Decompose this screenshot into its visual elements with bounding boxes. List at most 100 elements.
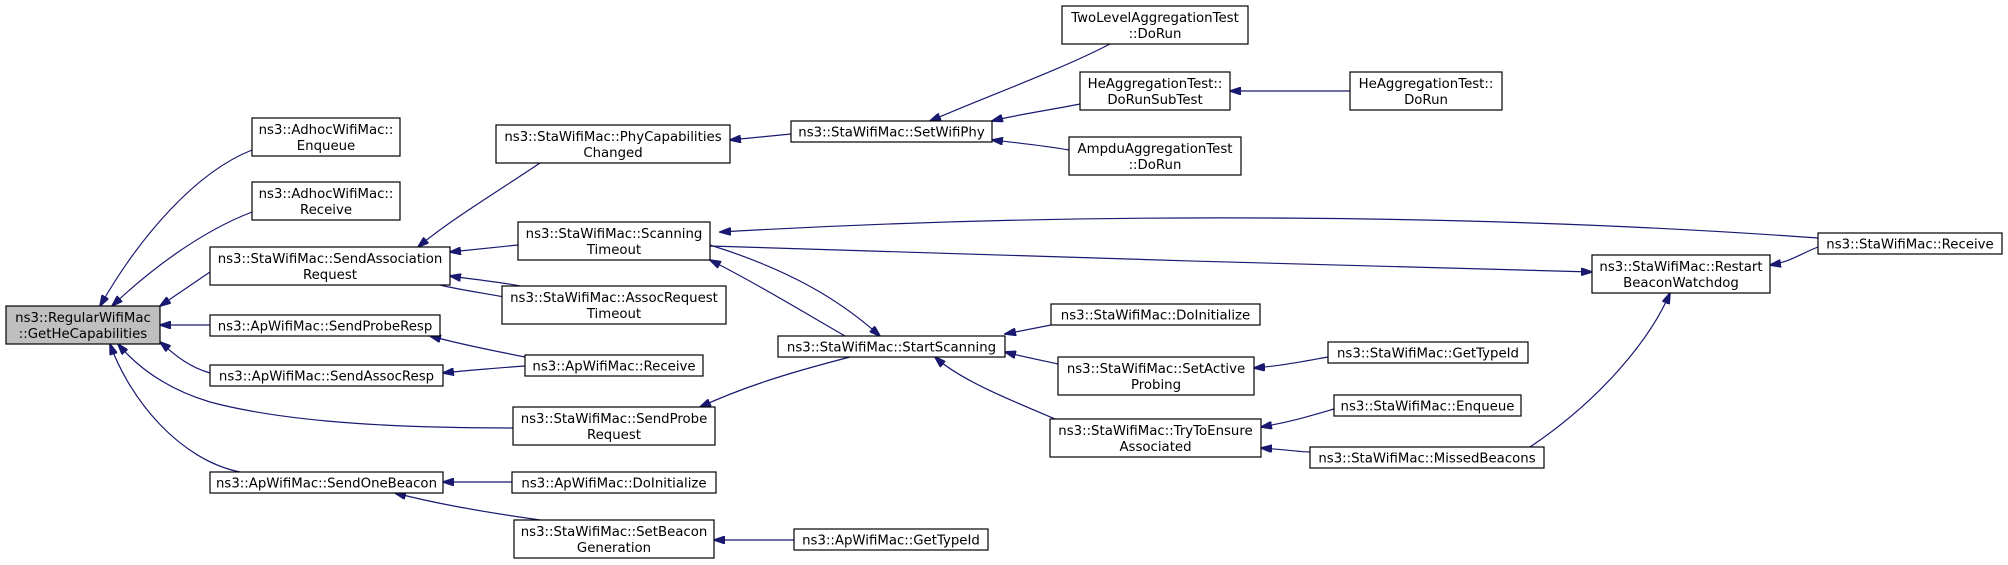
node-box[interactable] [209, 471, 444, 494]
node-label-line: AmpduAggregationTest [1078, 142, 1233, 157]
node-sta-receive[interactable]: ns3::StaWifiMac::Receive [1817, 232, 2003, 255]
edge-arrow [100, 149, 253, 306]
node-box[interactable] [1309, 446, 1545, 469]
node-ap-doinit[interactable]: ns3::ApWifiMac::DoInitialize [511, 471, 717, 494]
edge-arrow [709, 244, 880, 336]
node-label-line: ns3::StaWifiMac::SetActive [1067, 362, 1245, 377]
edge-ap_sendassocresp-to-root [160, 342, 211, 374]
edge-sta_missedbeacons-to-sta_trytoensure [1261, 448, 1311, 452]
node-label-line: ns3::ApWifiMac::SendOneBeacon [216, 477, 437, 492]
node-label-line: ns3::RegularWifiMac [15, 311, 151, 326]
node-box[interactable] [209, 246, 451, 286]
node-box[interactable] [5, 305, 161, 345]
edge-arrow [395, 493, 541, 521]
node-box[interactable] [1049, 418, 1262, 458]
edge-arrow [1261, 448, 1311, 452]
node-label-line: ns3::ApWifiMac::Receive [532, 360, 695, 375]
node-label-line: ns3::StaWifiMac::SendProbe [521, 412, 708, 427]
edge-sta_receive-to-sta_restartbeacon [1770, 246, 1819, 265]
node-sta-startscanning[interactable]: ns3::StaWifiMac::StartScanning [777, 335, 1006, 358]
node-label-line: ns3::StaWifiMac::GetTypeId [1337, 347, 1519, 362]
edge-arrow [935, 357, 1061, 422]
node-box[interactable] [1817, 232, 2003, 255]
node-he-dorunsubtest[interactable]: HeAggregationTest::DoRunSubTest [1079, 71, 1231, 111]
edge-sta_receive-to-sta_scantimeout [720, 217, 1819, 239]
node-label-line: ns3::ApWifiMac::GetTypeId [802, 534, 980, 549]
node-ap-gettypeid[interactable]: ns3::ApWifiMac::GetTypeId [793, 528, 989, 551]
node-label-line: ns3::AdhocWifiMac:: [259, 123, 394, 138]
node-box[interactable] [251, 117, 401, 157]
node-label-line: Receive [300, 203, 352, 218]
edge-sta_trytoensure-to-sta_startscanning [935, 357, 1061, 422]
node-ap-sendproberesp[interactable]: ns3::ApWifiMac::SendProbeResp [209, 314, 441, 337]
node-he-dorun[interactable]: HeAggregationTest::DoRun [1349, 71, 1503, 111]
edge-arrow [443, 365, 526, 373]
node-box[interactable] [501, 285, 727, 325]
edge-sta_gettypeid-to-sta_setactiveprobing [1254, 356, 1329, 368]
node-label-line: ns3::AdhocWifiMac:: [259, 187, 394, 202]
node-box[interactable] [1061, 5, 1249, 45]
edge-sta_sendassoc-to-root [160, 271, 211, 306]
node-box[interactable] [1050, 303, 1261, 326]
edge-arrow [720, 217, 1819, 239]
node-box[interactable] [1333, 394, 1522, 417]
edge-arrow [418, 162, 541, 247]
node-box[interactable] [495, 124, 731, 164]
node-box[interactable] [209, 364, 444, 387]
node-box[interactable] [1057, 356, 1255, 396]
edge-arrow [930, 43, 1111, 121]
edge-arrow [1005, 352, 1059, 365]
edge-sta_startscanning-to-sta_scantimeout [710, 260, 846, 337]
node-label-line: ns3::StaWifiMac::SetBeacon [521, 525, 708, 540]
node-label-line: TwoLevelAggregationTest [1070, 11, 1239, 26]
node-twolevel-dorun[interactable]: TwoLevelAggregationTest::DoRun [1061, 5, 1249, 45]
node-sta-gettypeid[interactable]: ns3::StaWifiMac::GetTypeId [1327, 341, 1529, 364]
node-sta-missedbeacons[interactable]: ns3::StaWifiMac::MissedBeacons [1309, 446, 1545, 469]
edge-adhoc_enqueue-to-root [100, 149, 253, 306]
node-box[interactable] [513, 519, 715, 559]
node-adhoc-enqueue[interactable]: ns3::AdhocWifiMac::Enqueue [251, 117, 401, 157]
node-ap-sendassocresp[interactable]: ns3::ApWifiMac::SendAssocResp [209, 364, 444, 387]
node-label-line: Changed [583, 146, 642, 161]
node-box[interactable] [1591, 254, 1771, 294]
edge-sta_doinit-to-sta_startscanning [1005, 324, 1052, 334]
node-box[interactable] [777, 335, 1006, 358]
node-ampdu-dorun[interactable]: AmpduAggregationTest::DoRun [1068, 136, 1242, 176]
node-label-line: ns3::ApWifiMac::DoInitialize [521, 477, 706, 492]
edge-ap_setbeacongen-to-ap_sendonebeacon [395, 493, 541, 521]
node-label-line: ns3::StaWifiMac::PhyCapabilities [504, 130, 721, 145]
edge-arrow [709, 245, 1592, 272]
node-box[interactable] [251, 181, 401, 221]
node-root[interactable]: ns3::RegularWifiMac::GetHeCapabilities [5, 305, 161, 345]
node-sta-enqueue[interactable]: ns3::StaWifiMac::Enqueue [1333, 394, 1522, 417]
node-adhoc-receive[interactable]: ns3::AdhocWifiMac::Receive [251, 181, 401, 221]
node-box[interactable] [517, 221, 711, 261]
edge-arrow [118, 344, 514, 429]
node-box[interactable] [790, 120, 993, 143]
node-box[interactable] [524, 354, 704, 377]
node-sta-setwifiphy[interactable]: ns3::StaWifiMac::SetWifiPhy [790, 120, 993, 143]
node-box[interactable] [512, 406, 716, 446]
node-box[interactable] [1327, 341, 1529, 364]
node-sta-doinit[interactable]: ns3::StaWifiMac::DoInitialize [1050, 303, 1261, 326]
node-ap-receive[interactable]: ns3::ApWifiMac::Receive [524, 354, 704, 377]
edge-arrow [430, 336, 526, 358]
node-box[interactable] [511, 471, 717, 494]
node-label-line: Enqueue [297, 139, 356, 154]
node-box[interactable] [1068, 136, 1242, 176]
node-ap-sendonebeacon[interactable]: ns3::ApWifiMac::SendOneBeacon [209, 471, 444, 494]
node-box[interactable] [793, 528, 989, 551]
node-box[interactable] [1349, 71, 1503, 111]
node-box[interactable] [209, 314, 441, 337]
edge-arrow [700, 356, 851, 407]
node-box[interactable] [1079, 71, 1231, 111]
